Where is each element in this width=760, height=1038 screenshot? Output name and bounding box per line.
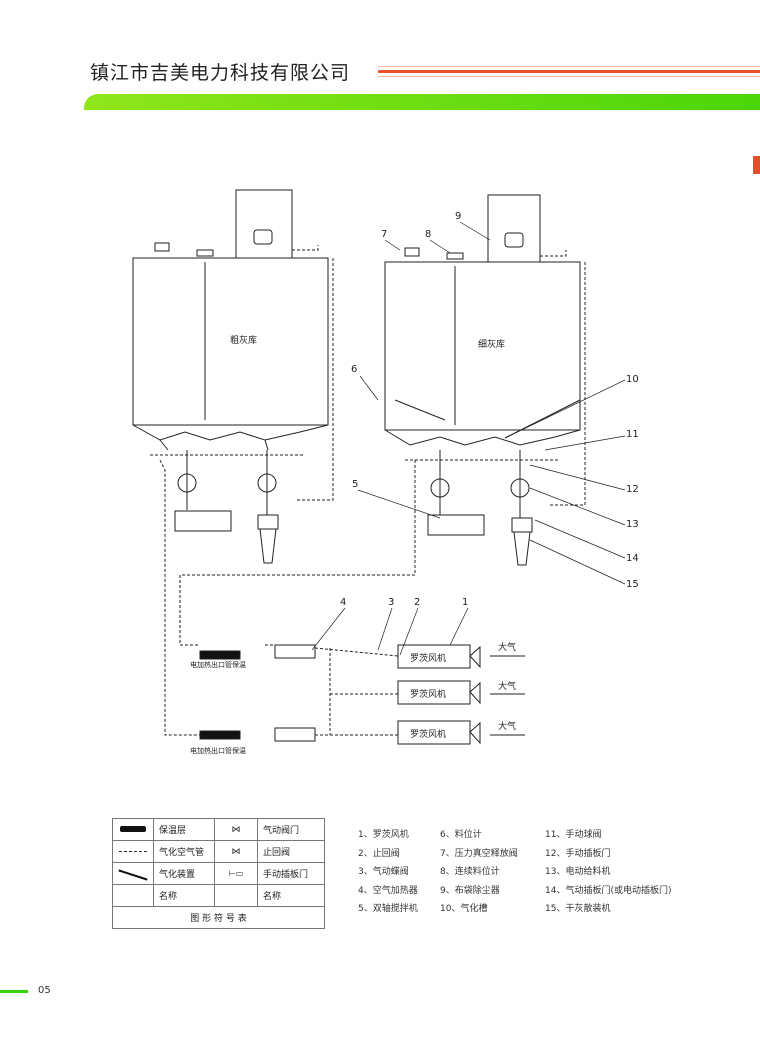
air-pipe-symbol: [119, 850, 147, 852]
bag-filter-right: [487, 194, 541, 263]
legend-name: 气化装置: [153, 862, 215, 885]
check-valve-icon: ⋈: [214, 840, 258, 863]
part-item: 3、气动蝶阀: [358, 867, 409, 877]
callout-5: 5: [352, 479, 358, 490]
insulation-top: [199, 650, 241, 660]
callout-3: 3: [388, 597, 394, 608]
bulk-loader-right: [513, 531, 531, 566]
legend-name: 止回阀: [257, 840, 325, 863]
edge-marker: [753, 156, 760, 174]
leader-lines: [311, 221, 626, 656]
silo-fine-label: 细灰库: [478, 338, 505, 350]
part-item: 11、手动球阀: [545, 830, 602, 840]
part-item: 13、电动给料机: [545, 867, 611, 877]
part-item: 9、布袋除尘器: [440, 885, 500, 896]
company-title: 镇江市吉美电力科技有限公司: [90, 62, 351, 84]
heater-note: 电加热出口管保温: [190, 660, 246, 669]
silo-coarse-label: 粗灰库: [230, 334, 257, 346]
part-item: 8、连续料位计: [440, 867, 500, 877]
parts-list-col1: 1、罗茨风机 2、止回阀 3、气动蝶阀 4、空气加热器 5、双轴搅拌机: [358, 826, 418, 919]
callout-10: 10: [626, 374, 639, 385]
legend-name: 气动阀门: [257, 818, 325, 841]
atmosphere-label: 大气: [498, 720, 516, 732]
page-number: 05: [38, 985, 51, 996]
blower-label: 罗茨风机: [410, 652, 446, 664]
insulation-symbol: [120, 825, 146, 832]
legend-name: 名称: [257, 884, 325, 907]
part-item: 10、气化槽: [440, 904, 488, 914]
blower-label: 罗茨风机: [410, 728, 446, 740]
air-heater-top: [274, 644, 316, 659]
part-item: 7、压力真空释放阀: [440, 848, 518, 859]
header-red-lines: [378, 66, 760, 78]
callout-11: 11: [626, 429, 639, 440]
callout-14: 14: [626, 553, 639, 564]
callout-2: 2: [414, 597, 420, 608]
callout-7: 7: [381, 229, 387, 240]
heater-note: 电加热出口管保温: [190, 746, 246, 755]
insulation-bottom: [199, 730, 241, 740]
bag-filter-left: [235, 189, 293, 259]
callout-9: 9: [455, 211, 461, 222]
callout-13: 13: [626, 519, 639, 530]
callout-12: 12: [626, 484, 639, 495]
part-item: 6、料位计: [440, 830, 482, 840]
part-item: 2、止回阀: [358, 848, 400, 859]
mixer-left: [174, 510, 232, 532]
atmosphere-label: 大气: [498, 641, 516, 653]
part-item: 12、手动插板门: [545, 848, 611, 859]
part-item: 4、空气加热器: [358, 885, 418, 896]
callout-15: 15: [626, 579, 639, 590]
legend-name: 保温层: [153, 818, 215, 841]
fine-ash-silo: 细灰库: [384, 194, 586, 566]
pneumatic-valve-icon: ⋈: [214, 818, 258, 841]
roots-blowers: [397, 644, 525, 745]
callout-4: 4: [340, 597, 346, 608]
symbol-legend-table: 保温层 ⋈ 气动阀门 气化空气管 ⋈ 止回阀 气化装置 ⊢▭ 手动插板门 名称 …: [112, 818, 325, 929]
bulk-loader-left: [259, 528, 277, 564]
part-item: 14、气动插板门(或电动插板门): [545, 885, 672, 896]
parts-list-col2: 6、料位计 7、压力真空释放阀 8、连续料位计 9、布袋除尘器 10、气化槽: [440, 826, 518, 919]
legend-name: 气化空气管: [153, 840, 215, 863]
callout-1: 1: [462, 597, 468, 608]
legend-name: 名称: [153, 884, 215, 907]
legend-name: 手动插板门: [257, 862, 325, 885]
mixer-right: [427, 514, 485, 536]
manual-gate-icon: ⊢▭: [214, 862, 258, 885]
atmosphere-label: 大气: [498, 680, 516, 692]
part-item: 1、罗茨风机: [358, 830, 409, 840]
legend-caption: 图 形 符 号 表: [112, 906, 325, 929]
parts-list-col3: 11、手动球阀 12、手动插板门 13、电动给料机 14、气动插板门(或电动插板…: [545, 826, 671, 919]
air-heater-bottom: [274, 727, 316, 742]
page-number-bar: [0, 990, 28, 993]
coarse-ash-silo: 粗灰库: [132, 189, 334, 564]
callout-8: 8: [425, 229, 431, 240]
header-green-bar: [84, 94, 760, 110]
part-item: 15、干灰散装机: [545, 904, 611, 914]
callout-6: 6: [351, 364, 357, 375]
part-item: 5、双轴搅拌机: [358, 904, 418, 914]
process-diagram: 粗灰库 细灰库 罗茨风机 罗茨风机 罗: [132, 189, 639, 755]
aeration-device-symbol: [118, 868, 148, 881]
blower-label: 罗茨风机: [410, 688, 446, 700]
